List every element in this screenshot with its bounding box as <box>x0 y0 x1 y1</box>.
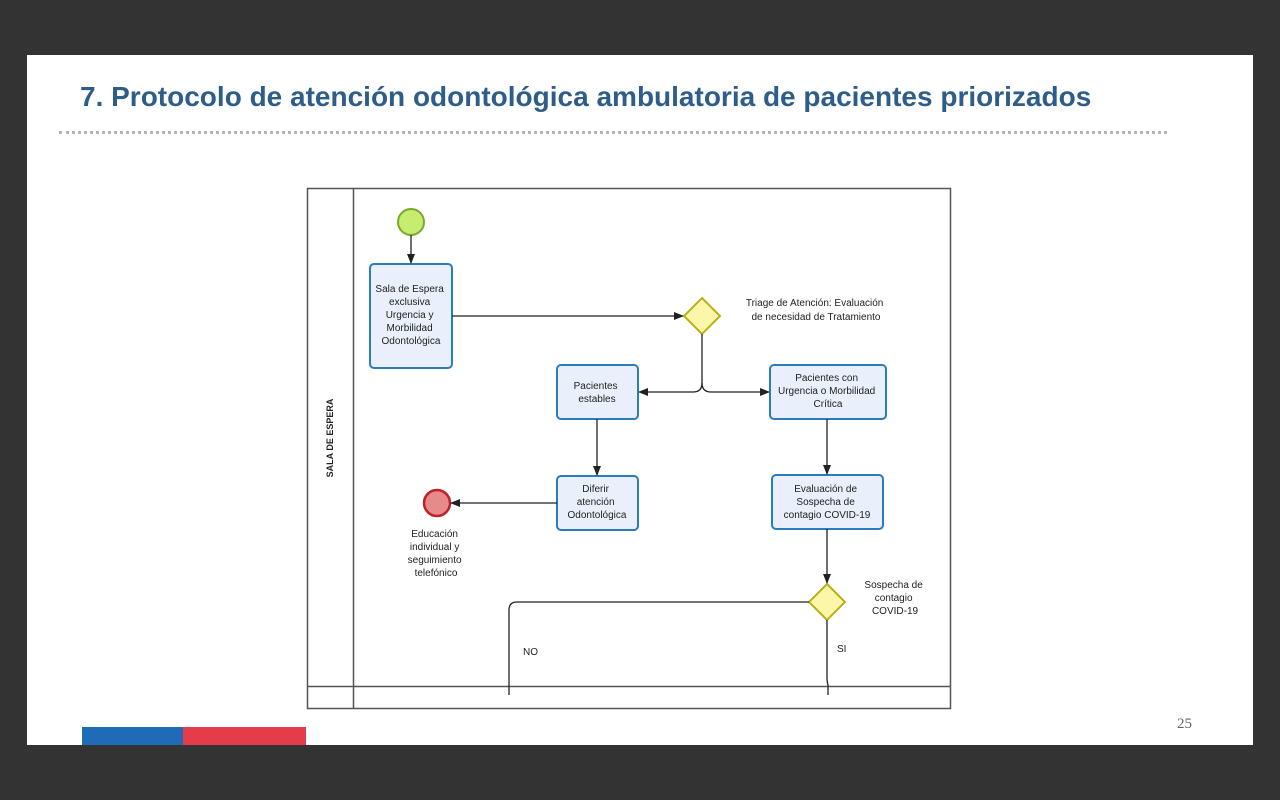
flow-sospecha-si <box>826 620 829 695</box>
end-event-label: Educación individual y seguimiento telef… <box>408 529 465 579</box>
triage-gateway-icon <box>682 296 722 336</box>
task-pacientes-urgencia: Pacientes con Urgencia o Morbilidad Crít… <box>769 364 887 420</box>
task-pacientes-estables: Pacientes estables <box>556 364 639 420</box>
flow-label-si: SI <box>837 644 846 655</box>
title-divider <box>59 131 1167 134</box>
lane-label: SALA DE ESPERA <box>325 398 335 477</box>
pool-frame <box>306 187 952 710</box>
flow-triage-to-estables <box>638 334 703 396</box>
task-evaluacion-covid-label: Evaluación de Sospecha de contagio COVID… <box>784 484 871 521</box>
bpmn-diagram: SALA DE ESPERA Sala de Espera exclusiva … <box>306 187 952 710</box>
page-number: 25 <box>1177 716 1192 732</box>
task-evaluacion-covid: Evaluación de Sospecha de contagio COVID… <box>771 474 884 530</box>
task-pacientes-urgencia-label: Pacientes con Urgencia o Morbilidad Crít… <box>778 373 878 410</box>
flow-sospecha-no <box>508 601 809 695</box>
end-event-icon <box>422 488 452 518</box>
sospecha-gateway-label: Sospecha de contagio COVID-19 <box>864 580 925 617</box>
slide-title: 7. Protocolo de atención odontológica am… <box>80 81 1092 112</box>
flow-label-no: NO <box>523 647 538 658</box>
start-event-icon <box>397 208 425 236</box>
flow-triage-to-urgencia <box>701 382 770 396</box>
footer-bar-blue <box>82 727 183 745</box>
task-diferir-atencion: Diferir atención Odontológica <box>556 475 639 531</box>
footer-bar-red <box>183 727 306 745</box>
slide: 7. Protocolo de atención odontológica am… <box>27 55 1253 745</box>
triage-gateway-label: Triage de Atención: Evaluación de necesi… <box>746 298 886 323</box>
task-sala-espera: Sala de Espera exclusiva Urgencia y Morb… <box>369 263 453 369</box>
task-sala-espera-label: Sala de Espera exclusiva Urgencia y Morb… <box>375 284 446 347</box>
task-pacientes-estables-label: Pacientes estables <box>574 381 621 405</box>
sospecha-gateway-icon <box>807 582 847 622</box>
task-diferir-atencion-label: Diferir atención Odontológica <box>568 484 627 521</box>
